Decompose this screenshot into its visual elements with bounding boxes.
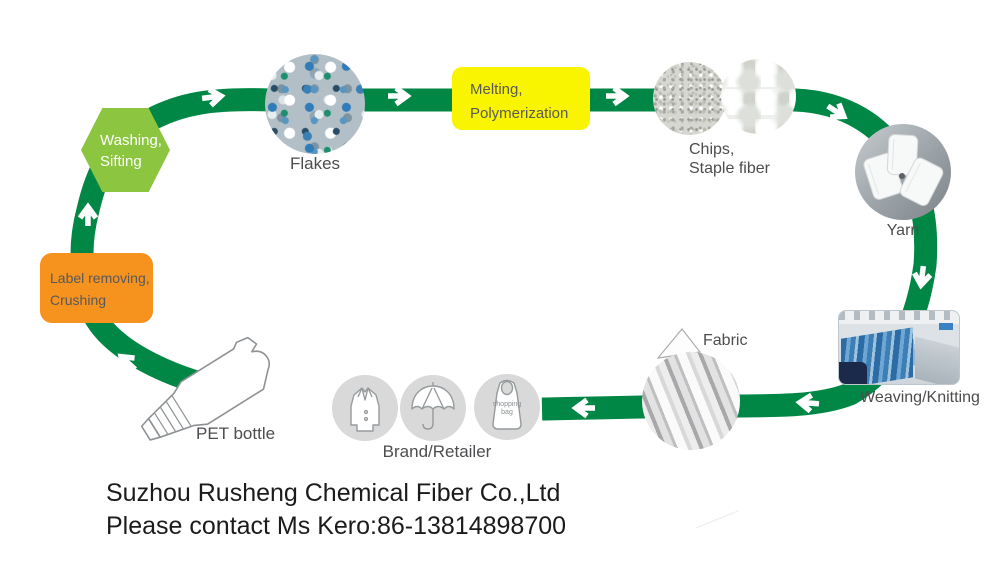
coat-icon xyxy=(350,387,380,432)
flow-arrow-icon xyxy=(571,397,595,419)
weaving-knitting-label: Weaving/Knitting xyxy=(860,389,980,406)
weaving-ceiling-detail xyxy=(839,311,959,320)
company-name-text: Suzhou Rusheng Chemical Fiber Co.,Ltd xyxy=(106,479,561,507)
label-removing-crushing-label: Label removing, Crushing xyxy=(50,270,150,308)
coat-icon-circle xyxy=(332,375,398,441)
flow-arrow-icon xyxy=(795,392,820,414)
washing-sifting-label: Washing, Sifting xyxy=(100,132,162,170)
flow-arrow-icon xyxy=(117,353,138,372)
fabric-photo xyxy=(642,352,740,450)
shopping-bag-icon xyxy=(492,379,522,430)
contact-phone-text: Please contact Ms Kero:86-13814898700 xyxy=(106,511,567,540)
fabric-label: Fabric xyxy=(703,332,748,349)
flakes-label: Flakes xyxy=(289,154,341,173)
pet-bottle-icon xyxy=(140,336,271,441)
weaving-floor-detail xyxy=(915,336,959,384)
flakes-photo xyxy=(265,54,365,154)
label-removing-crushing-stage: Label removing, Crushing xyxy=(40,253,153,323)
flow-arrow-icon xyxy=(201,87,226,108)
brand-retailer-label: Brand/Retailer xyxy=(382,442,492,461)
chips-photo xyxy=(653,62,726,135)
weaving-knitting-photo xyxy=(838,310,960,385)
footer-contact-block: Suzhou Rusheng Chemical Fiber Co.,Ltd Pl… xyxy=(106,477,566,542)
melting-polymerization-stage: Melting, Polymerization xyxy=(452,67,590,130)
weaving-sign-detail xyxy=(939,323,953,330)
yarn-label: Yarn xyxy=(886,222,920,239)
weaving-machine-detail xyxy=(839,362,867,384)
shopping-bag-text: shopping bag xyxy=(492,401,522,417)
staple-fiber-photo xyxy=(721,59,796,134)
flow-arrow-icon xyxy=(826,102,848,120)
flow-arrow-icon xyxy=(388,85,412,107)
pet-bottle-label: PET bottle xyxy=(196,424,276,443)
flow-arrow-icon xyxy=(912,265,933,290)
yarn-photo xyxy=(855,124,951,220)
melting-polymerization-label: Melting, Polymerization xyxy=(470,81,569,122)
yarn-spools-icon xyxy=(863,134,944,206)
flow-arrow-icon xyxy=(606,85,630,107)
shopping-bag-icon-circle: shopping bag xyxy=(474,374,540,440)
umbrella-icon-circle xyxy=(400,375,466,441)
washing-sifting-stage: Washing, Sifting xyxy=(81,108,170,192)
chips-staple-fiber-label: Chips, Staple fiber xyxy=(689,141,770,178)
flow-arrow-icon xyxy=(77,202,99,226)
umbrella-icon xyxy=(411,382,455,430)
